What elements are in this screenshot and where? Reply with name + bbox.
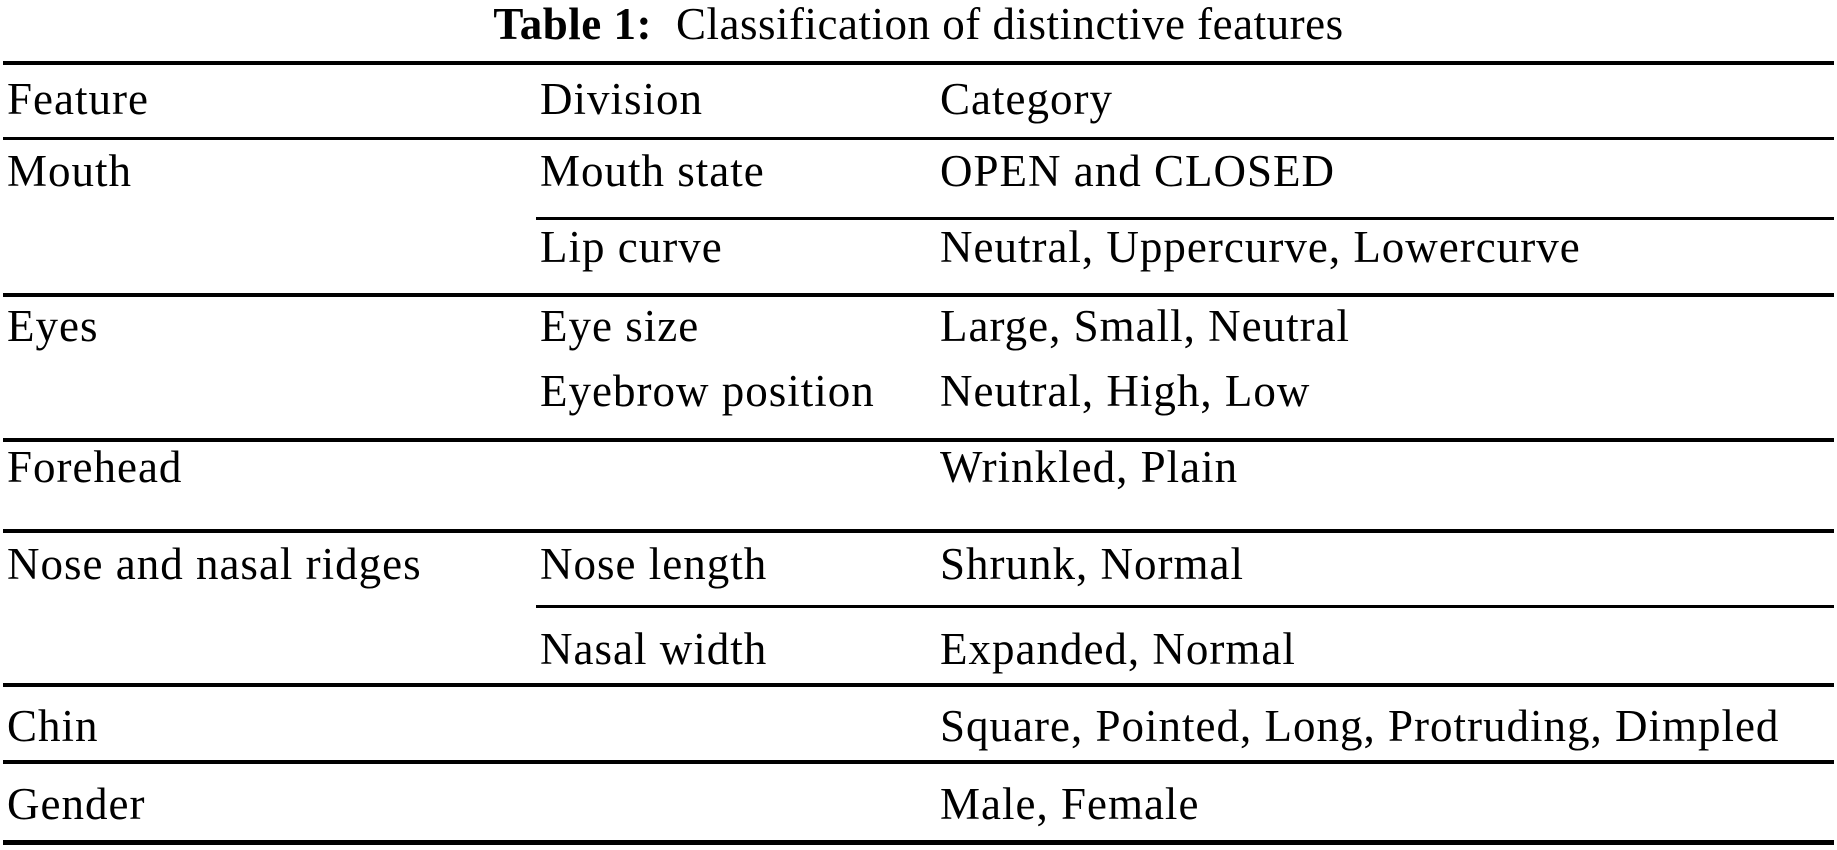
table-caption: Table 1: Classification of distinctive fe… (0, 2, 1837, 47)
cell-category-eyebrow-position: Neutral, High, Low (940, 366, 1311, 416)
header-category: Category (940, 74, 1113, 124)
cell-feature-forehead: Forehead (7, 442, 183, 492)
rule-mouth-divider (536, 217, 1834, 220)
rule-nose-divider (536, 605, 1834, 608)
rule-nose-bottom (3, 683, 1834, 687)
cell-category-gender: Male, Female (940, 779, 1200, 829)
cell-division-nasal-width: Nasal width (540, 624, 768, 674)
cell-category-lip-curve: Neutral, Uppercurve, Lowercurve (940, 222, 1581, 272)
rule-bottom (3, 840, 1834, 845)
rule-eyes-bottom (3, 438, 1834, 442)
rule-forehead-bottom (3, 529, 1834, 533)
cell-division-lip-curve: Lip curve (540, 222, 723, 272)
cell-feature-eyes: Eyes (7, 301, 99, 351)
cell-division-eye-size: Eye size (540, 301, 700, 351)
table-caption-text: Classification of distinctive features (676, 0, 1344, 49)
cell-division-nose-length: Nose length (540, 539, 768, 589)
cell-feature-chin: Chin (7, 701, 99, 751)
cell-category-forehead: Wrinkled, Plain (940, 442, 1239, 492)
cell-category-nose-length: Shrunk, Normal (940, 539, 1244, 589)
cell-category-eye-size: Large, Small, Neutral (940, 301, 1351, 351)
cell-division-mouth-state: Mouth state (540, 146, 765, 196)
cell-category-nasal-width: Expanded, Normal (940, 624, 1296, 674)
header-division: Division (540, 74, 704, 124)
cell-feature-nose: Nose and nasal ridges (7, 539, 422, 589)
cell-division-eyebrow-position: Eyebrow position (540, 366, 875, 416)
table-caption-label: Table 1: (493, 0, 653, 49)
cell-feature-mouth: Mouth (7, 146, 133, 196)
cell-feature-gender: Gender (7, 779, 146, 829)
rule-top (3, 61, 1834, 65)
cell-category-mouth-state: OPEN and CLOSED (940, 146, 1335, 196)
cell-category-chin: Square, Pointed, Long, Protruding, Dimpl… (940, 701, 1780, 751)
rule-header-bottom (3, 137, 1834, 140)
rule-mouth-bottom (3, 293, 1834, 297)
header-feature: Feature (7, 74, 149, 124)
rule-chin-bottom (3, 760, 1834, 764)
